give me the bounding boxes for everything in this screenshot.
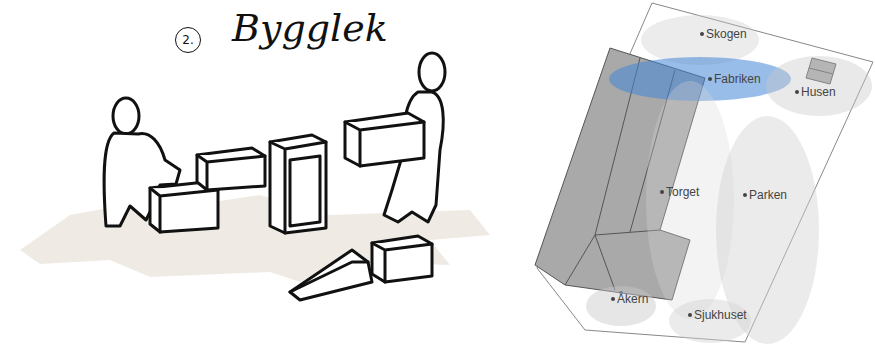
place-dot (795, 90, 799, 94)
zone-fill (586, 286, 656, 326)
place-name: Parken (749, 188, 787, 202)
place-label: Fabriken (708, 72, 761, 86)
place-dot (688, 313, 692, 317)
callout-number: 2. (175, 27, 201, 53)
place-dot (660, 190, 664, 194)
place-label: Husen (795, 85, 836, 99)
zone-ellipse: Sjukhuset (668, 298, 752, 344)
play-sketch (104, 53, 445, 300)
zone-fill (669, 299, 751, 343)
place-label: Skogen (700, 27, 747, 41)
place-dot (700, 32, 704, 36)
zone-shape (585, 285, 657, 327)
place-name: Sjukhuset (694, 308, 747, 322)
place-label: Åkern (611, 292, 648, 306)
place-name: Torget (666, 185, 699, 199)
place-dot (611, 297, 615, 301)
place-name: Fabriken (714, 72, 761, 86)
zone-fill (766, 56, 872, 116)
title: Bygglek (232, 6, 388, 50)
place-label: Sjukhuset (688, 308, 747, 322)
place-name: Skogen (706, 27, 747, 41)
callout-text: 2. (182, 33, 193, 47)
place-label: Torget (660, 185, 699, 199)
place-dot (708, 77, 712, 81)
place-name: Husen (801, 85, 836, 99)
zone-ellipse: Åkern (585, 285, 657, 327)
place-label: Parken (743, 188, 787, 202)
place-dot (743, 193, 747, 197)
place-name: Åkern (617, 292, 648, 306)
zone-ellipse: Husen (765, 55, 873, 117)
